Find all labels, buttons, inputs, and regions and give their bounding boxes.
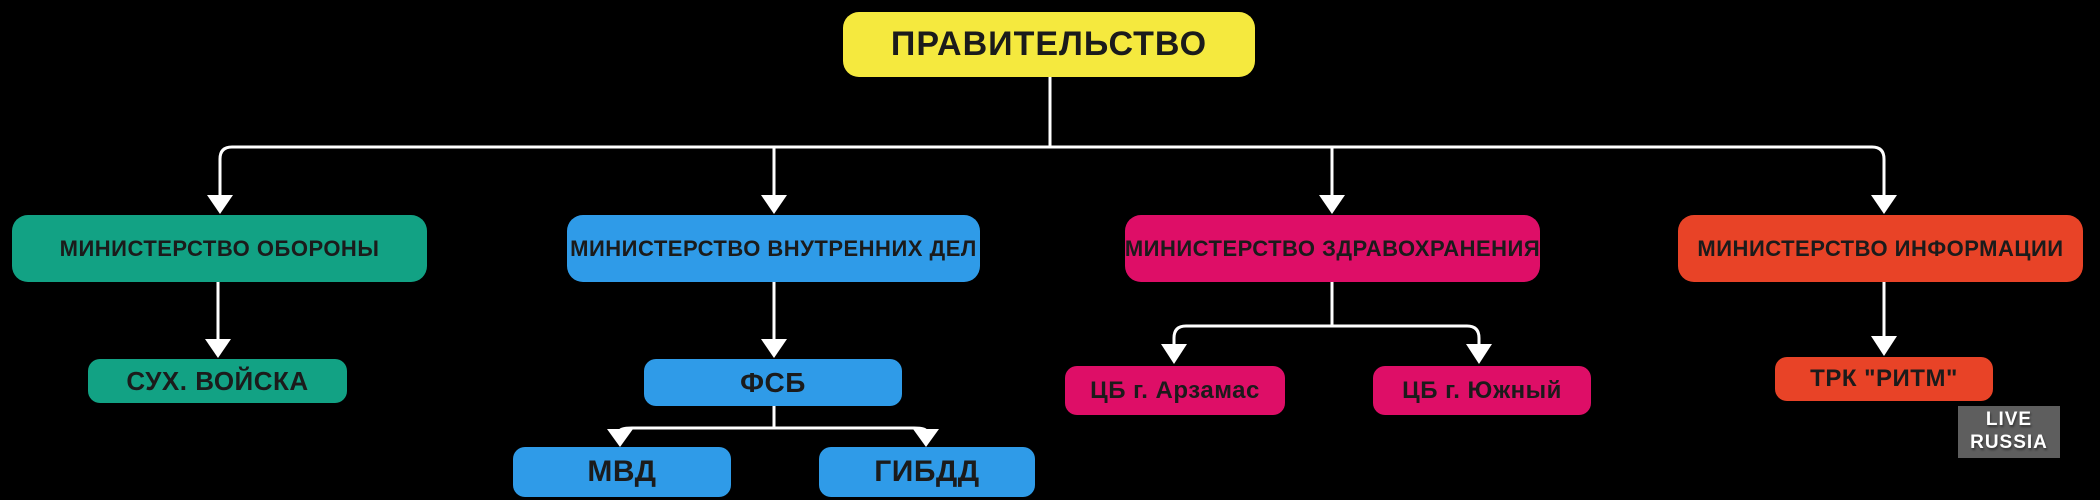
connector-fsb-bar: [618, 426, 928, 432]
node-government: ПРАВИТЕЛЬСТВО: [843, 12, 1255, 77]
node-gibdd: ГИБДД: [819, 447, 1035, 497]
arrowhead-health: [1319, 195, 1345, 214]
arrowhead-cb-arzamas: [1161, 344, 1187, 364]
watermark-line-russia: RUSSIA: [1970, 432, 2048, 453]
arrowhead-mvd: [607, 429, 633, 447]
arrowhead-trk-ritm: [1871, 336, 1897, 356]
node-mvd: МВД: [513, 447, 731, 497]
node-sukh-voyska: СУХ. ВОЙСКА: [88, 359, 347, 403]
arrowhead-cb-yuzhny: [1466, 344, 1492, 364]
arrowhead-fsb: [761, 339, 787, 358]
node-ministry-information: МИНИСТЕРСТВО ИНФОРМАЦИИ: [1678, 215, 2083, 282]
arrowhead-sukh-voyska: [205, 339, 231, 358]
arrowhead-information: [1871, 195, 1897, 214]
live-russia-watermark: LIVE RUSSIA: [1958, 406, 2060, 458]
connector-top-bar: [218, 145, 1886, 196]
node-trk-ritm: ТРК "РИТМ": [1775, 357, 1993, 401]
connector-health-bar: [1172, 324, 1481, 345]
arrowhead-interior: [761, 195, 787, 214]
node-fsb: ФСБ: [644, 359, 902, 406]
arrowhead-gibdd: [913, 429, 939, 447]
arrowhead-defense: [207, 195, 233, 214]
node-ministry-health: МИНИСТЕРСТВО ЗДРАВОХРАНЕНИЯ: [1125, 215, 1540, 282]
node-cb-arzamas: ЦБ г. Арзамас: [1065, 366, 1285, 415]
node-cb-yuzhny: ЦБ г. Южный: [1373, 366, 1591, 415]
node-ministry-defense: МИНИСТЕРСТВО ОБОРОНЫ: [12, 215, 427, 282]
watermark-line-live: LIVE: [1985, 409, 2033, 431]
node-ministry-interior: МИНИСТЕРСТВО ВНУТРЕННИХ ДЕЛ: [567, 215, 980, 282]
